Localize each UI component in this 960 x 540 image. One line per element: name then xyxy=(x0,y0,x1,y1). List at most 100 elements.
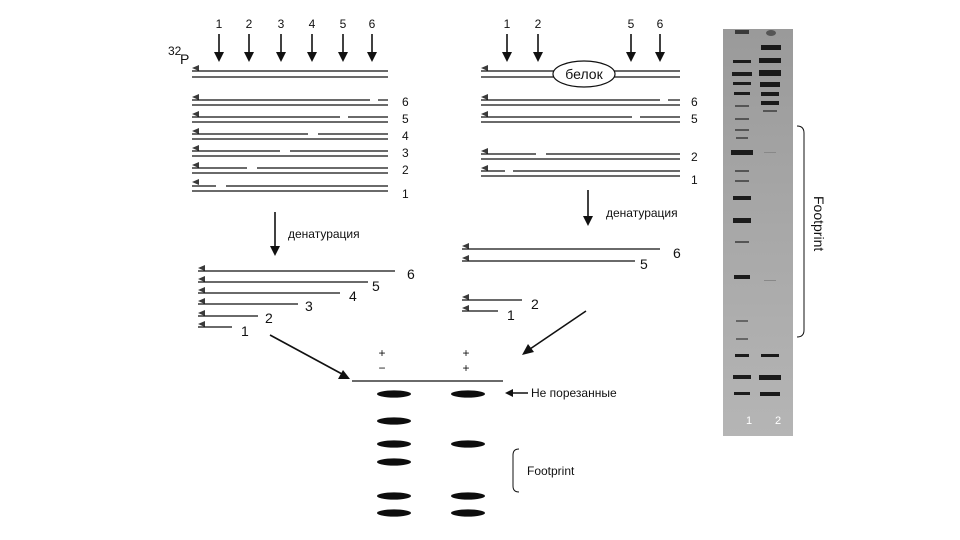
gel-band-lane1-4 xyxy=(377,458,411,466)
cut-number-6: 6 xyxy=(657,17,664,31)
cut-number-1: 1 xyxy=(216,17,223,31)
denatured-fragments-right xyxy=(462,243,660,312)
photo-lane-label-1: 1 xyxy=(746,415,752,427)
cut-number-5: 5 xyxy=(340,17,347,31)
top-right-panel: 1 2 5 6 белок xyxy=(481,17,698,187)
gel-band-lane2-3 xyxy=(451,440,485,448)
cut-number-1: 1 xyxy=(504,17,511,31)
arrow-to-gel-left xyxy=(269,334,350,379)
label-tag-icon xyxy=(481,148,488,154)
label-tag-icon xyxy=(198,321,205,327)
label-tag-icon xyxy=(198,287,205,293)
gel-band-lane1-2 xyxy=(377,417,411,425)
label-tag-icon xyxy=(192,128,199,134)
denaturation-label: денатурация xyxy=(288,227,360,241)
photo-lane-2 xyxy=(759,45,781,396)
label-tag-icon xyxy=(192,162,199,168)
label-tag-icon xyxy=(192,145,199,151)
fragment-label-6: 6 xyxy=(402,95,409,109)
gel-band-lane1-1 xyxy=(377,390,411,398)
label-tag-icon xyxy=(481,111,488,117)
fragment-label-1: 1 xyxy=(691,173,698,187)
lane2-sign-top: + xyxy=(462,346,469,360)
label-tag-icon xyxy=(481,165,488,171)
gel-photo: 1 2 Footprint xyxy=(723,29,827,436)
denatured-label-2: 2 xyxy=(265,310,273,326)
denaturation-left: денатурация xyxy=(270,212,360,256)
denatured-label-1: 1 xyxy=(241,323,249,339)
denatured-label-4: 4 xyxy=(349,288,357,304)
top-left-panel: 1 2 3 4 5 6 32 P xyxy=(168,17,409,201)
isotope-superscript: 32 xyxy=(168,44,182,58)
lane1-sign-top: + xyxy=(378,346,385,360)
label-tag-icon xyxy=(192,94,199,100)
denatured-label-2: 2 xyxy=(531,296,539,312)
label-tag-icon xyxy=(481,65,488,71)
label-tag-icon xyxy=(462,305,469,311)
isotope-letter: P xyxy=(180,51,189,67)
gel-band-lane1-6 xyxy=(377,509,411,517)
photo-lane-1 xyxy=(731,60,753,395)
gel-band-lane2-5 xyxy=(451,492,485,500)
footprint-label: Footprint xyxy=(527,464,575,478)
fragment-label-6: 6 xyxy=(691,95,698,109)
denatured-label-6: 6 xyxy=(673,245,681,261)
footprint-bracket xyxy=(512,448,520,493)
cut-number-6: 6 xyxy=(369,17,376,31)
fragment-label-1: 1 xyxy=(402,187,409,201)
gel-photo-background xyxy=(723,29,793,436)
photo-lane-label-2: 2 xyxy=(775,415,781,427)
label-tag-icon xyxy=(198,310,205,316)
fragment-label-3: 3 xyxy=(402,146,409,160)
label-tag-icon xyxy=(192,111,199,117)
gel-lane-2 xyxy=(451,390,485,517)
gel-lane-1 xyxy=(377,390,411,517)
denatured-label-6: 6 xyxy=(407,266,415,282)
intact-dna-left xyxy=(192,65,388,78)
label-tag-icon xyxy=(462,243,469,249)
cut-dna-stack-left xyxy=(192,94,388,192)
label-tag-icon xyxy=(462,294,469,300)
photo-footprint-label: Footprint xyxy=(811,196,827,251)
cut-number-2: 2 xyxy=(246,17,253,31)
denatured-fragments-left xyxy=(198,265,395,328)
gel-band-lane2-6 xyxy=(451,509,485,517)
cut-dna-stack-right xyxy=(481,94,680,177)
fragment-label-5: 5 xyxy=(402,112,409,126)
cut-number-3: 3 xyxy=(278,17,285,31)
gel-band-lane1-5 xyxy=(377,492,411,500)
cut-number-4: 4 xyxy=(309,17,316,31)
gel-band-lane2-1 xyxy=(451,390,485,398)
cut-number-2: 2 xyxy=(535,17,542,31)
label-tag-icon xyxy=(198,276,205,282)
denatured-label-1: 1 xyxy=(507,307,515,323)
cut-arrows-left xyxy=(214,34,377,62)
gel-schematic: + + − + Не порезанные Footprint xyxy=(352,346,617,517)
label-tag-icon xyxy=(192,179,199,185)
label-tag-icon xyxy=(462,255,469,261)
fragment-label-2: 2 xyxy=(402,163,409,177)
denatured-label-5: 5 xyxy=(640,256,648,272)
lane2-sign-bottom: + xyxy=(462,361,469,375)
label-tag-icon xyxy=(198,265,205,271)
label-tag-icon xyxy=(198,298,205,304)
gel-band-lane1-3 xyxy=(377,440,411,448)
label-tag-icon xyxy=(192,65,199,71)
uncut-label: Не порезанные xyxy=(531,386,617,400)
fragment-label-2: 2 xyxy=(691,150,698,164)
label-tag-icon xyxy=(481,94,488,100)
cut-arrows-right xyxy=(502,34,665,62)
cut-number-5: 5 xyxy=(628,17,635,31)
denatured-label-3: 3 xyxy=(305,298,313,314)
protein-blob: белок xyxy=(552,60,616,88)
protein-label: белок xyxy=(565,66,603,82)
denatured-label-5: 5 xyxy=(372,278,380,294)
arrow-to-gel-right xyxy=(522,310,587,355)
denaturation-right: денатурация xyxy=(583,190,678,226)
fragment-label-5: 5 xyxy=(691,112,698,126)
lane1-sign-bottom: − xyxy=(378,361,385,375)
denaturation-label: денатурация xyxy=(606,206,678,220)
fragment-label-4: 4 xyxy=(402,129,409,143)
photo-footprint-bracket xyxy=(796,125,805,338)
